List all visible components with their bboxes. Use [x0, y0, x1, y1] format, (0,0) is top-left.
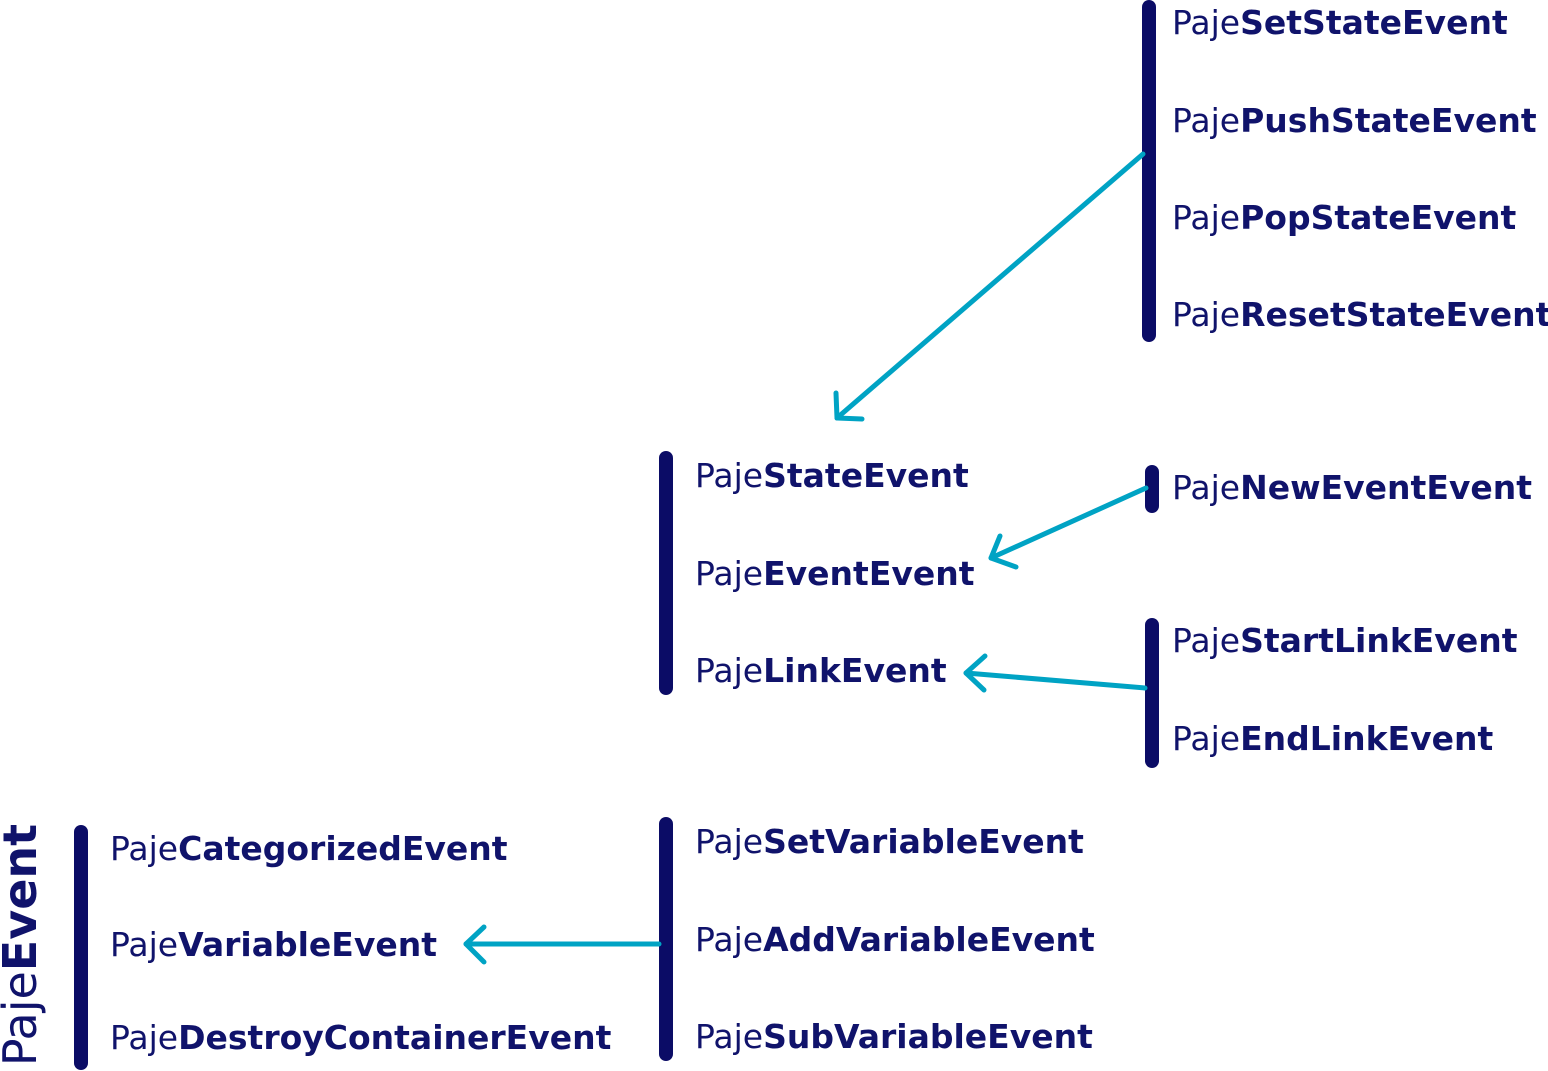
bar-link-children [1145, 618, 1159, 768]
node-add-variable-event: PajeAddVariableEvent [695, 920, 1095, 959]
node-new-event-event: PajeNewEventEvent [1172, 468, 1533, 507]
node-sub-variable-event: PajeSubVariableEvent [695, 1017, 1093, 1056]
node-pop-state-event: PajePopStateEvent [1172, 198, 1517, 237]
bar-variable-children [659, 817, 673, 1061]
bar-level1 [74, 825, 88, 1070]
node-state-event: PajeStateEvent [695, 456, 969, 495]
node-categorized-event: PajeCategorizedEvent [110, 829, 508, 868]
node-destroy-container-event: PajeDestroyContainerEvent [110, 1018, 612, 1057]
arrow-state-to-stateevent [833, 151, 1146, 422]
node-push-state-event: PajePushStateEvent [1172, 101, 1537, 140]
bar-state-children [1142, 0, 1156, 342]
node-set-variable-event: PajeSetVariableEvent [695, 822, 1084, 861]
node-link-event: PajeLinkEvent [695, 651, 947, 690]
node-start-link-event: PajeStartLinkEvent [1172, 621, 1518, 660]
node-set-state-event: PajeSetStateEvent [1172, 3, 1508, 42]
node-end-link-event: PajeEndLinkEvent [1172, 719, 1494, 758]
arrow-newevent-to-eventevent [988, 485, 1149, 570]
arrow-link-to-linkevent [963, 653, 1148, 693]
node-reset-state-event: PajeResetStateEvent [1172, 295, 1548, 334]
bar-event-children [1145, 465, 1159, 513]
node-event-event: PajeEventEvent [695, 554, 975, 593]
bar-categorized-children [659, 451, 673, 695]
node-variable-event: PajeVariableEvent [110, 925, 438, 964]
arrow-variable-to-variableevent [463, 924, 662, 965]
